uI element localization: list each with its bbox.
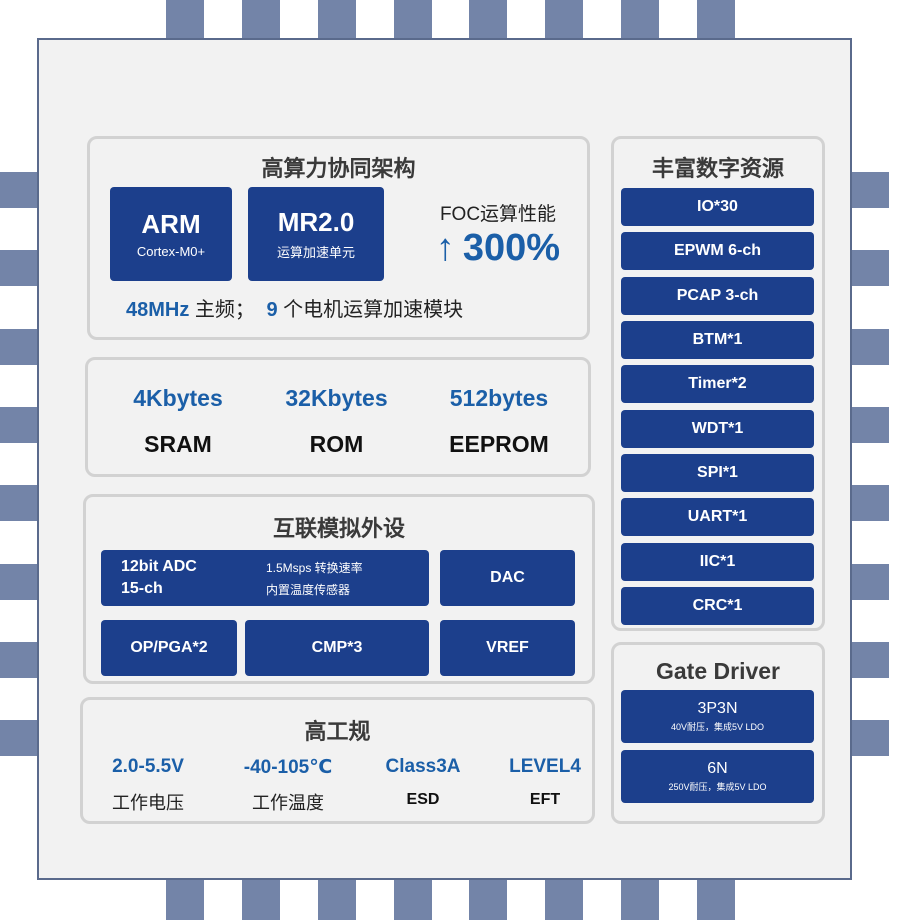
reliability-title: 高工规 bbox=[304, 719, 371, 744]
digital-item: Timer*2 bbox=[621, 365, 814, 403]
pin bbox=[697, 0, 735, 38]
eft-value: LEVEL4 bbox=[509, 756, 581, 777]
mr-accelerator-box: MR2.0 运算加速单元 bbox=[248, 187, 384, 281]
digital-panel: 丰富数字资源 IO*30 EPWM 6-ch PCAP 3-ch BTM*1 T… bbox=[611, 136, 825, 631]
pin bbox=[469, 880, 507, 920]
sram-label: SRAM bbox=[144, 431, 212, 457]
analog-title: 互联模拟外设 bbox=[272, 516, 405, 541]
pin bbox=[621, 0, 659, 38]
pin bbox=[697, 880, 735, 920]
compute-title: 高算力协同架构 bbox=[261, 156, 416, 181]
digital-item: PCAP 3-ch bbox=[621, 277, 814, 315]
temperature-label: 工作温度 bbox=[252, 793, 324, 813]
reliability-panel: 高工规 2.0-5.5V 工作电压 -40-105℃ 工作温度 Class3A … bbox=[80, 697, 595, 824]
pin bbox=[545, 880, 583, 920]
gate-driver-name: 3P3N bbox=[697, 700, 738, 717]
analog-panel: 互联模拟外设 12bit ADC 15-ch 1.5Msps 转换速率 内置温度… bbox=[83, 494, 595, 684]
up-arrow-icon: ↑ bbox=[435, 227, 455, 269]
arm-core-box: ARM Cortex-M0+ bbox=[110, 187, 232, 281]
pin bbox=[852, 250, 889, 286]
pin bbox=[394, 0, 432, 38]
gate-driver-title: Gate Driver bbox=[655, 658, 780, 684]
foc-label: FOC运算性能 bbox=[439, 204, 557, 225]
frequency-line: 48MHz 主频； 9 个电机运算加速模块 bbox=[126, 293, 463, 322]
sram-size: 4Kbytes bbox=[133, 385, 223, 411]
esd-label: ESD bbox=[406, 791, 440, 808]
digital-item: WDT*1 bbox=[621, 410, 814, 448]
performance-value: 300% bbox=[462, 227, 561, 269]
accelerator-count: 9 bbox=[266, 299, 278, 321]
pin bbox=[852, 564, 889, 600]
gate-driver-item: 3P3N 40V耐压，集成5V LDO bbox=[621, 690, 814, 743]
digital-item: IO*30 bbox=[621, 188, 814, 226]
pin bbox=[852, 407, 889, 443]
gate-driver-name: 6N bbox=[707, 760, 728, 777]
accelerator-text: 个电机运算加速模块 bbox=[283, 299, 464, 321]
pin bbox=[318, 880, 356, 920]
pin bbox=[166, 0, 204, 38]
digital-title: 丰富数字资源 bbox=[651, 156, 784, 181]
op-pga-box: OP/PGA*2 bbox=[101, 620, 237, 676]
adc-temp-sensor: 内置温度传感器 bbox=[266, 583, 351, 597]
pin bbox=[166, 880, 204, 920]
adc-resolution: 12bit ADC bbox=[121, 558, 197, 575]
arm-core-subtitle: Cortex-M0+ bbox=[136, 244, 206, 259]
digital-item: EPWM 6-ch bbox=[621, 232, 814, 270]
pin bbox=[0, 485, 37, 521]
eft-label: EFT bbox=[529, 791, 561, 808]
vref-box: VREF bbox=[440, 620, 575, 676]
gate-driver-desc: 40V耐压，集成5V LDO bbox=[670, 722, 765, 732]
pin bbox=[394, 880, 432, 920]
digital-item: BTM*1 bbox=[621, 321, 814, 359]
esd-value: Class3A bbox=[385, 756, 461, 777]
pin bbox=[852, 720, 889, 756]
temperature-value: -40-105℃ bbox=[243, 757, 333, 778]
mr-accelerator-title: MR2.0 bbox=[277, 207, 355, 237]
cmp-box: CMP*3 bbox=[245, 620, 429, 676]
digital-item: UART*1 bbox=[621, 498, 814, 536]
pin bbox=[242, 0, 280, 38]
gate-driver-item: 6N 250V耐压，集成5V LDO bbox=[621, 750, 814, 803]
compute-panel: 高算力协同架构 ARM Cortex-M0+ MR2.0 运算加速单元 FOC运… bbox=[87, 136, 590, 340]
pin bbox=[852, 172, 889, 208]
frequency-text: 主频； bbox=[194, 299, 255, 321]
dac-box: DAC bbox=[440, 550, 575, 606]
eeprom-size: 512bytes bbox=[449, 385, 549, 411]
memory-panel: 4Kbytes SRAM 32Kbytes ROM 512bytes EEPRO… bbox=[85, 357, 591, 477]
rom-size: 32Kbytes bbox=[285, 385, 388, 411]
pin bbox=[0, 407, 37, 443]
foc-performance: ↑300% bbox=[408, 227, 588, 270]
pin bbox=[242, 880, 280, 920]
gate-driver-panel: Gate Driver 3P3N 40V耐压，集成5V LDO 6N 250V耐… bbox=[611, 642, 825, 824]
pin bbox=[0, 172, 37, 208]
pin bbox=[469, 0, 507, 38]
arm-core-title: ARM bbox=[141, 209, 201, 239]
pin bbox=[318, 0, 356, 38]
rom-label: ROM bbox=[309, 431, 364, 457]
voltage-label: 工作电压 bbox=[112, 793, 184, 813]
mr-accelerator-subtitle: 运算加速单元 bbox=[276, 245, 355, 260]
eeprom-label: EEPROM bbox=[449, 431, 549, 457]
pin bbox=[0, 564, 37, 600]
adc-sample-rate: 1.5Msps 转换速率 bbox=[266, 561, 363, 575]
adc-box: 12bit ADC 15-ch 1.5Msps 转换速率 内置温度传感器 bbox=[101, 550, 429, 606]
pin bbox=[0, 720, 37, 756]
voltage-value: 2.0-5.5V bbox=[112, 756, 184, 777]
adc-channels: 15-ch bbox=[121, 580, 163, 597]
digital-item: IIC*1 bbox=[621, 543, 814, 581]
digital-item: SPI*1 bbox=[621, 454, 814, 492]
pin bbox=[0, 642, 37, 678]
digital-item: CRC*1 bbox=[621, 587, 814, 625]
pin bbox=[0, 250, 37, 286]
pin bbox=[852, 329, 889, 365]
frequency-value: 48MHz bbox=[126, 299, 190, 321]
pin bbox=[545, 0, 583, 38]
pin bbox=[621, 880, 659, 920]
gate-driver-desc: 250V耐压，集成5V LDO bbox=[668, 782, 767, 792]
pin bbox=[852, 485, 889, 521]
pin bbox=[0, 329, 37, 365]
pin bbox=[852, 642, 889, 678]
